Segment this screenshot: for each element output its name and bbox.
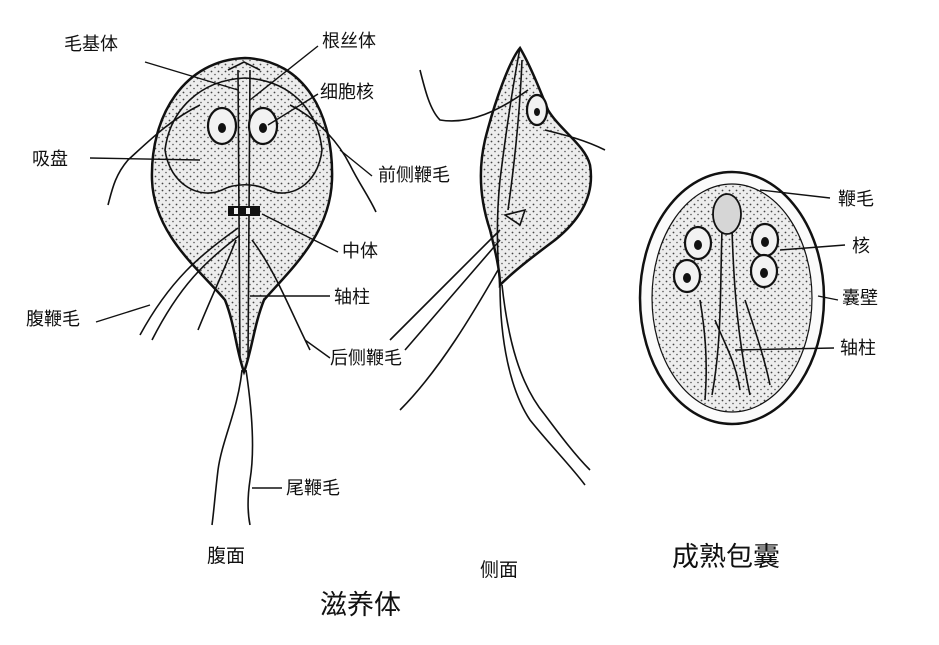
- trophozoite-side-view: 侧面: [389, 45, 606, 581]
- posterior-lateral-flagellum-right: [251, 239, 311, 351]
- caption-side-view: 侧面: [480, 559, 518, 581]
- label-cyst-axostyle: 轴柱: [840, 338, 876, 359]
- label-nucleus: 细胞核: [320, 82, 374, 103]
- cyst-axostyle-1: [711, 229, 723, 396]
- caudal-flagellum-right: [245, 369, 254, 526]
- label-root-filament: 根丝体: [322, 31, 376, 52]
- caption-ventral-view: 腹面: [207, 545, 245, 567]
- leader-ventral-flagellum: [95, 304, 151, 323]
- cyst-flagellum-2: [744, 299, 771, 386]
- label-sucker: 吸盘: [32, 149, 68, 170]
- side-anterior-flagellum: [419, 69, 529, 122]
- cyst-nucleolus-2: [683, 273, 691, 283]
- median-body-gap-2: [246, 208, 250, 214]
- leader-root-filament: [249, 45, 319, 101]
- label-median-body: 中体: [342, 241, 378, 262]
- leader-basal-body: [144, 61, 239, 91]
- label-posterior-lateral-flagellum: 后侧鞭毛: [330, 348, 402, 369]
- cyst-flagellum-1: [699, 299, 707, 401]
- ventral-flagellum-1: [139, 227, 239, 336]
- side-disc-edge: [496, 47, 521, 286]
- median-body: [228, 206, 260, 216]
- side-body-outline: [479, 45, 593, 289]
- cyst-body: [712, 193, 742, 235]
- label-caudal-flagellum: 尾鞭毛: [286, 478, 340, 499]
- cyst-nucleolus-1: [694, 240, 702, 250]
- nucleolus-left: [218, 123, 226, 133]
- trophozoite-ventral-view: 毛基体 根丝体 细胞核 吸盘 前侧鞭毛 中体 腹鞭毛 轴柱 后侧鞭毛 尾鞭毛 腹…: [26, 31, 450, 567]
- label-cyst-flagellum: 鞭毛: [838, 189, 874, 210]
- side-posterior-flagellum: [399, 269, 499, 411]
- side-median-body: [503, 208, 527, 227]
- label-basal-body: 毛基体: [64, 34, 118, 55]
- mature-cyst: 鞭毛 核 囊壁 轴柱 成熟包囊: [638, 170, 878, 573]
- leader-cyst-axostyle: [734, 347, 835, 351]
- label-cyst-nucleus: 核: [852, 236, 870, 257]
- leader-nucleus: [267, 93, 319, 126]
- side-caudal-flagellum-2: [501, 284, 591, 471]
- side-anterior-flagellum-2: [544, 129, 606, 151]
- caption-trophozoite: 滋养体: [320, 590, 401, 621]
- side-ventral-flagellum-2: [404, 239, 501, 351]
- label-cyst-wall: 囊壁: [842, 288, 878, 309]
- side-caudal-flagellum-1: [499, 284, 586, 486]
- leader-median-body: [261, 213, 339, 253]
- label-axostyle: 轴柱: [334, 287, 370, 308]
- median-body-gap-1: [234, 208, 238, 214]
- label-ventral-flagellum: 腹鞭毛: [26, 309, 80, 330]
- cyst-nucleolus-3: [761, 237, 769, 247]
- leader-anterior-flagellum: [339, 149, 373, 177]
- cyst-flagellum-3: [714, 319, 741, 391]
- caption-mature-cyst: 成熟包囊: [672, 542, 780, 573]
- ventral-flagellum-2: [151, 234, 241, 341]
- leader-posterior-flagellum: [304, 339, 331, 359]
- label-anterior-lateral-flagellum: 前侧鞭毛: [378, 165, 450, 186]
- cyst-axostyle-2: [731, 229, 751, 396]
- nucleolus-right: [259, 123, 267, 133]
- side-nucleolus: [534, 108, 540, 116]
- caudal-flagellum-left: [211, 369, 243, 526]
- side-ventral-flagellum-1: [389, 229, 501, 341]
- anterior-lateral-flagellum-left: [107, 104, 201, 206]
- side-disc-edge-2: [507, 59, 523, 211]
- posterior-lateral-flagellum-left: [197, 239, 237, 331]
- leader-sucker: [89, 157, 201, 161]
- leader-cyst-flagellum: [759, 189, 831, 199]
- anterior-lateral-flagellum-right: [289, 104, 377, 213]
- cyst-nucleolus-4: [760, 268, 768, 278]
- anterior-ridge: [227, 61, 261, 71]
- leader-cyst-wall: [817, 295, 839, 301]
- leader-cyst-nucleus: [779, 244, 846, 251]
